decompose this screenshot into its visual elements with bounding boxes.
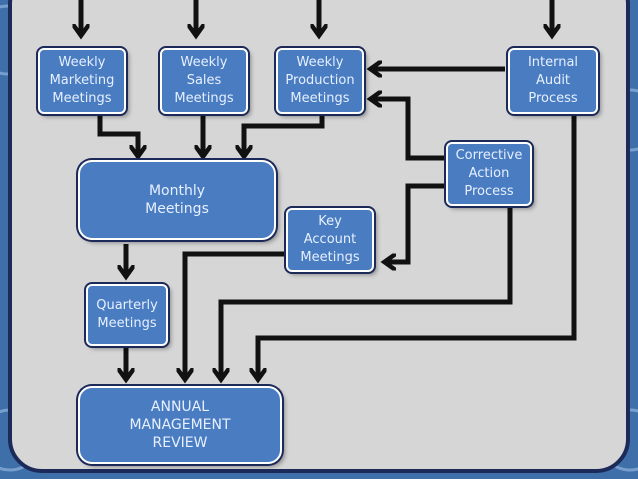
arrow-corrective-to-production bbox=[372, 99, 444, 161]
quarterly-meetings-box: Quarterly Meetings bbox=[86, 284, 168, 346]
arrow-key-account-to-annual bbox=[185, 251, 284, 378]
arrow-corrective-to-annual bbox=[221, 204, 513, 378]
arrow-corrective-to-key-account bbox=[386, 183, 444, 262]
weekly-production-meetings-box: Weekly Production Meetings bbox=[276, 48, 364, 114]
weekly-marketing-meetings-box: Weekly Marketing Meetings bbox=[38, 48, 126, 114]
key-account-meetings-box: Key Account Meetings bbox=[286, 208, 374, 272]
annual-management-review-box: ANNUAL MANAGEMENT REVIEW bbox=[78, 386, 282, 464]
arrow-marketing-to-monthly bbox=[97, 115, 138, 155]
arrow-audit-to-annual bbox=[258, 115, 577, 378]
monthly-meetings-box: Monthly Meetings bbox=[78, 160, 276, 240]
internal-audit-process-box: Internal Audit Process bbox=[508, 48, 598, 114]
corrective-action-process-box: Corrective Action Process bbox=[446, 142, 532, 206]
weekly-sales-meetings-box: Weekly Sales Meetings bbox=[160, 48, 248, 114]
arrow-production-to-monthly bbox=[244, 115, 325, 155]
